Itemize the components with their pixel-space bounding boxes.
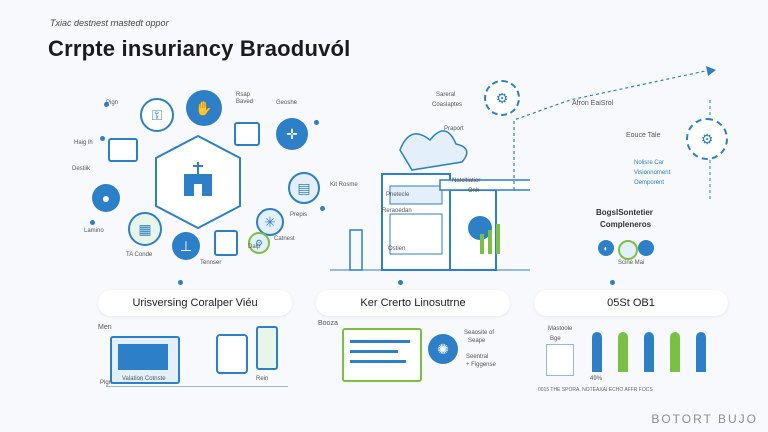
brand-logo: BOTORT BUJO bbox=[651, 412, 758, 426]
report-line bbox=[350, 350, 398, 353]
label-visionation: Visionnoment bbox=[634, 170, 671, 176]
label-pign: Pign bbox=[106, 100, 119, 106]
connector-dot bbox=[178, 280, 183, 285]
left-panel: ⚿ ✋ ✛ ● ▤ ▦ ⊥ ✳ ⚙ Pign Haig lh Destiik L… bbox=[0, 80, 330, 430]
report-line bbox=[350, 360, 406, 363]
label-praport: Praport bbox=[444, 126, 464, 132]
label-eouce-tale: Eouce Tale bbox=[626, 132, 661, 139]
label-nolisre: Nolisre Car bbox=[634, 160, 665, 166]
label-booza: Booza bbox=[318, 320, 338, 327]
orbit-dot bbox=[104, 102, 109, 107]
lock-icon: ⚿ bbox=[140, 98, 174, 132]
sun-gear-icon: ✺ bbox=[428, 334, 458, 364]
label-ta-conde: TA Conde bbox=[126, 252, 153, 258]
status-icon bbox=[638, 240, 654, 256]
label-onh: Onh bbox=[468, 188, 480, 194]
gear-small-icon: ⚙ bbox=[248, 232, 270, 254]
label-pign-bottom: Pign bbox=[100, 380, 113, 386]
label-bge: Bge bbox=[550, 336, 561, 342]
middle-bottom-illustration: Booza ✺ Seaosite of Seape Seentral + Fig… bbox=[316, 318, 516, 388]
hand-icon: ✋ bbox=[186, 90, 222, 126]
section-pill-middle[interactable]: Ker Crerto Linosutrne bbox=[316, 290, 510, 316]
label-reraoedan: Reraoedan bbox=[382, 208, 412, 214]
report-line bbox=[350, 340, 410, 343]
mini-card bbox=[546, 344, 574, 376]
right-bottom-illustration: Mastoole Bge 49% 0015 THE SPORA, NOTEAXA… bbox=[536, 322, 736, 402]
section-pill-left[interactable]: Urisversing Coralper Viéu bbox=[98, 290, 292, 316]
page-title: Crrpte insuriancy Braoduvól bbox=[48, 36, 351, 61]
label-mastoole: Mastoole bbox=[548, 326, 573, 332]
user-icon: ● bbox=[92, 184, 120, 212]
label-rein: Rein bbox=[256, 376, 269, 382]
status-icon: ◐ bbox=[598, 240, 614, 256]
left-bottom-illustration: Men Pign Valation Cotnste Rein bbox=[96, 320, 296, 400]
compass-icon: ✛ bbox=[276, 118, 308, 150]
scale-icon: ⊥ bbox=[172, 232, 200, 260]
label-hag: Haig lh bbox=[74, 140, 93, 146]
checklist-icon bbox=[234, 122, 260, 146]
label-prepis: Prepis bbox=[290, 212, 308, 218]
gear-icon: ⚙ bbox=[484, 80, 520, 116]
card-icon bbox=[256, 326, 278, 370]
label-seentral: Seentral bbox=[466, 354, 489, 360]
fineprint: 0015 THE SPORA, NOTEAXAI ECHO AFFR FOCS bbox=[538, 387, 653, 393]
monitor-icon: ▤ bbox=[288, 172, 320, 204]
label-valation: Valation Cotnste bbox=[122, 376, 166, 382]
report-card bbox=[342, 328, 422, 382]
middle-panel: ⚙ Sareral Coaslaptes Praport Kit Rosme P… bbox=[320, 70, 530, 290]
label-destiik: Destiik bbox=[72, 166, 91, 172]
label-oemperent: Oemporent bbox=[634, 180, 665, 186]
status-icon bbox=[618, 240, 638, 260]
person-figure bbox=[670, 332, 680, 372]
orbit-dot bbox=[320, 206, 325, 211]
label-bogsl: BogslSontetier bbox=[596, 208, 653, 217]
right-panel: ⚙ Afron EaiSrol Eouce Tale Nolisre Car V… bbox=[510, 60, 760, 290]
browser-screen bbox=[118, 344, 168, 370]
orbit-dot bbox=[90, 220, 95, 225]
shield-gear-icon: ⚙ bbox=[686, 118, 728, 160]
label-tennser: Tennser bbox=[200, 260, 222, 266]
connector-dot bbox=[398, 280, 403, 285]
label-scine-mai: Scine Mai bbox=[618, 260, 645, 266]
building-illustration bbox=[330, 130, 530, 271]
label-catnest: Catnest bbox=[274, 236, 295, 242]
label-seape: Seape bbox=[468, 338, 486, 344]
label-rsap-baved: Rsap Baved bbox=[236, 92, 254, 105]
label-dalp: Dalp bbox=[248, 244, 261, 250]
orbit-dot bbox=[314, 120, 319, 125]
label-kit-rosme: Kit Rosme bbox=[330, 182, 358, 188]
hexagon-frame bbox=[155, 134, 241, 230]
orbit-dot bbox=[100, 136, 105, 141]
subtitle: Tхiac destnest rnastedt oppor bbox=[50, 18, 169, 28]
label-men: Men bbox=[98, 324, 112, 331]
person-figure bbox=[592, 332, 602, 372]
person-figure bbox=[618, 332, 628, 372]
label-afron: Afron EaiSrol bbox=[572, 100, 614, 107]
person-figure bbox=[644, 332, 654, 372]
label-geoshe: Geoshe bbox=[276, 100, 298, 106]
document-icon bbox=[108, 138, 138, 162]
tick-label: 49% bbox=[590, 376, 603, 382]
label-coaslaptes: Coaslaptes bbox=[432, 102, 463, 108]
label-seaosite: Seaosite of bbox=[464, 330, 495, 336]
label-pnetecle: Pnetecle bbox=[386, 192, 410, 198]
person-figure bbox=[696, 332, 706, 372]
wallet-icon bbox=[214, 230, 238, 256]
label-ostien: Ostien bbox=[388, 246, 406, 252]
network-icon: ✳ bbox=[256, 208, 284, 236]
label-lamino: Lamino bbox=[84, 228, 104, 234]
label-natcltiatior: Natcltiatior bbox=[452, 178, 481, 184]
label-figgense: + Figgense bbox=[466, 362, 496, 368]
tablet-icon bbox=[216, 334, 248, 374]
chart-icon: ▦ bbox=[128, 212, 162, 246]
label-sareral: Sareral bbox=[436, 92, 456, 98]
base-line bbox=[106, 386, 288, 387]
connector-dot bbox=[610, 280, 615, 285]
section-pill-right[interactable]: 05St OB1 bbox=[534, 290, 728, 316]
label-compleneros: Compleneros bbox=[600, 220, 652, 229]
